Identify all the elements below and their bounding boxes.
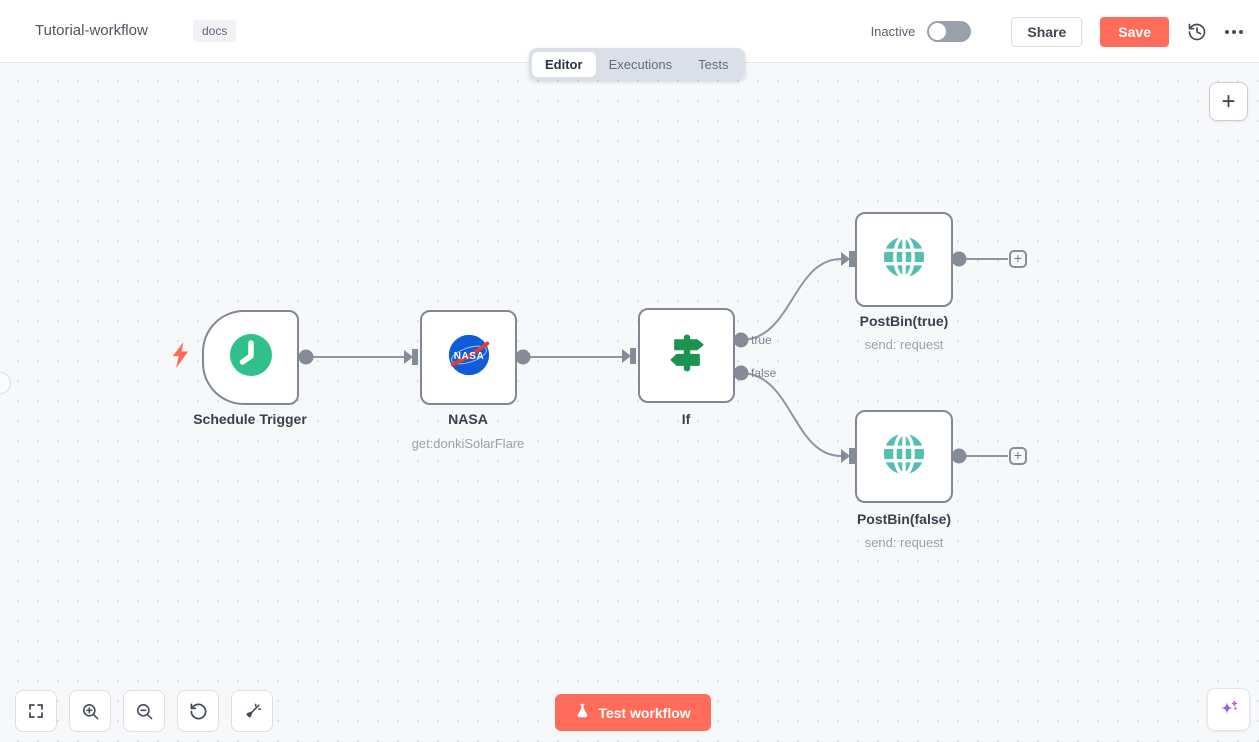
reset-zoom-button[interactable]	[177, 690, 219, 732]
share-button[interactable]: Share	[1011, 16, 1083, 47]
node-label-postbin-false: PostBin(false)	[856, 511, 952, 527]
node-schedule-trigger[interactable]	[202, 310, 299, 405]
ai-assistant-button[interactable]	[1207, 688, 1250, 731]
node-subtitle-postbin-true: send: request	[864, 337, 944, 352]
node-subtitle-nasa: get:donkiSolarFlare	[411, 436, 525, 451]
output-label-true: true	[751, 333, 772, 347]
globe-icon	[881, 234, 927, 285]
node-postbin-false[interactable]	[855, 410, 953, 503]
test-workflow-label: Test workflow	[598, 704, 691, 721]
add-connection-plus-true[interactable]: +	[1009, 250, 1027, 268]
status-label: Inactive	[870, 24, 916, 39]
node-label-if: If	[681, 411, 691, 427]
tidy-up-button[interactable]	[231, 690, 273, 732]
more-options-icon[interactable]	[1225, 29, 1243, 34]
node-nasa[interactable]: NASA	[420, 310, 517, 405]
canvas-toolbar	[15, 690, 273, 732]
node-postbin-true[interactable]	[855, 212, 953, 307]
workflow-header: Tutorial-workflow docs Inactive Share Sa…	[0, 0, 1259, 63]
tab-tests[interactable]: Tests	[698, 56, 729, 72]
node-subtitle-postbin-false: send: request	[864, 535, 944, 550]
add-node-button[interactable]: +	[1209, 82, 1248, 121]
signpost-icon	[665, 331, 709, 380]
add-connection-plus-false[interactable]: +	[1009, 447, 1027, 465]
node-label-schedule-trigger: Schedule Trigger	[193, 411, 307, 427]
active-toggle[interactable]	[927, 21, 972, 42]
history-icon[interactable]	[1185, 20, 1209, 44]
svg-text:NASA: NASA	[453, 351, 483, 362]
test-workflow-button[interactable]: Test workflow	[555, 694, 711, 731]
node-label-postbin-true: PostBin(true)	[859, 313, 949, 329]
node-label-nasa: NASA	[448, 411, 488, 427]
view-tabbar: Editor Executions Tests	[529, 48, 745, 80]
fit-view-button[interactable]	[15, 690, 57, 732]
globe-icon	[881, 431, 927, 482]
tab-executions[interactable]: Executions	[608, 56, 673, 72]
tab-editor[interactable]: Editor	[532, 51, 596, 77]
output-label-false: false	[751, 366, 777, 380]
save-button[interactable]: Save	[1100, 16, 1169, 47]
trigger-bolt-icon	[171, 342, 191, 373]
flask-icon	[575, 703, 590, 722]
connections-layer	[298, 251, 1008, 464]
node-if[interactable]	[638, 308, 735, 403]
clock-icon	[227, 331, 275, 384]
workflow-title[interactable]: Tutorial-workflow	[35, 22, 148, 39]
toggle-knob	[929, 23, 947, 40]
workflow-tag-docs[interactable]: docs	[193, 20, 237, 42]
zoom-in-button[interactable]	[69, 690, 111, 732]
nasa-logo-icon: NASA	[446, 332, 492, 383]
zoom-out-button[interactable]	[123, 690, 165, 732]
workflow-canvas[interactable]: Schedule Trigger NASA NASA get:donkiSola…	[0, 63, 1259, 742]
